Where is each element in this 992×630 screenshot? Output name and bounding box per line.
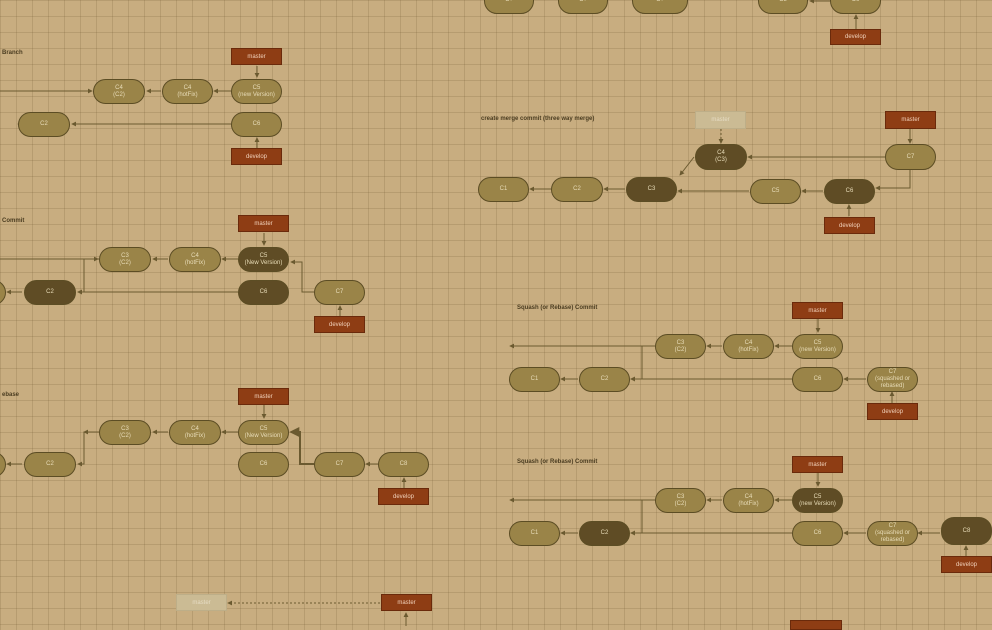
commit-node: C3(C2): [655, 488, 706, 513]
commit-node: C5: [758, 0, 808, 14]
commit-node-highlight: C2: [24, 280, 76, 305]
commit-node-highlight: C6: [824, 179, 875, 204]
commit-node-highlight: C5(new Version): [792, 488, 843, 513]
commit-node-highlight: C6: [238, 280, 289, 305]
commit-node: C7(squashed or rebased): [867, 521, 918, 546]
commit-node: C5(new Version): [792, 334, 843, 359]
branch-tag-master: master: [238, 215, 289, 232]
commit-node: C3(C2): [99, 247, 151, 272]
branch-tag-develop: develop: [824, 217, 875, 234]
branch-tag-master: master: [231, 48, 282, 65]
commit-node: C?: [632, 0, 688, 14]
commit-node: C2: [18, 112, 70, 137]
commit-node: C6: [231, 112, 282, 137]
branch-tag-master: master: [792, 456, 843, 473]
branch-tag-master: master: [885, 111, 936, 129]
branch-tag-develop: develop: [231, 148, 282, 165]
commit-node: C2: [579, 367, 630, 392]
commit-node: C?: [558, 0, 608, 14]
commit-node: C3(C2): [655, 334, 706, 359]
commit-node: C4(hotFix): [169, 247, 221, 272]
diagram-title-commit: Commit: [2, 218, 25, 224]
branch-tag-develop: develop: [867, 403, 918, 420]
commit-node: C1: [478, 177, 529, 202]
branch-tag-develop: develop: [314, 316, 365, 333]
branch-tag-develop: develop: [378, 488, 429, 505]
commit-node-highlight: C2: [579, 521, 630, 546]
commit-node: C7(squashed or rebased): [867, 367, 918, 392]
commit-node: C?: [484, 0, 534, 14]
commit-node: C6: [792, 521, 843, 546]
commit-node-highlight: C4(C3): [695, 144, 747, 170]
diagram-title-rebase: ebase: [2, 392, 20, 398]
diagram-title-squash-2: Squash (or Rebase) Commit: [517, 459, 598, 465]
commit-node: C7: [885, 144, 936, 170]
commit-node: C4(hotFix): [723, 334, 774, 359]
commit-node: C1: [509, 367, 560, 392]
commit-node: C5: [750, 179, 801, 204]
branch-tag-master: master: [381, 594, 432, 611]
branch-tag-develop: develop: [941, 556, 992, 573]
commit-node-highlight: C5(New Version): [238, 247, 289, 272]
commit-node: C7: [314, 280, 365, 305]
commit-node: C2: [24, 452, 76, 477]
commit-node: C6: [792, 367, 843, 392]
commit-node: C2: [551, 177, 603, 202]
branch-tag-develop: develop: [830, 29, 881, 45]
commit-node: C5(new Version): [231, 79, 282, 104]
commit-node-highlight: C3: [626, 177, 677, 202]
commit-node: C4(hotFix): [162, 79, 213, 104]
commit-node: C8: [378, 452, 429, 477]
diagram-title-squash-1: Squash (or Rebase) Commit: [517, 305, 598, 311]
branch-tag-partial: [790, 620, 842, 630]
commit-node: C6: [238, 452, 289, 477]
commit-node: C4(hotFix): [723, 488, 774, 513]
commit-node: C4(C2): [93, 79, 145, 104]
branch-tag-master-old: master: [176, 594, 227, 611]
diagram-title-branch: Branch: [2, 50, 23, 56]
diagram-title-merge-commit: create merge commit (three way merge): [481, 116, 595, 122]
commit-node: C4(hotFix): [169, 420, 221, 445]
commit-node: C5(New Version): [238, 420, 289, 445]
commit-node: C1: [509, 521, 560, 546]
branch-tag-master: master: [238, 388, 289, 405]
branch-tag-master: master: [792, 302, 843, 319]
commit-node: C7: [314, 452, 365, 477]
commit-node: C6: [830, 0, 881, 14]
commit-node: C3(C2): [99, 420, 151, 445]
branch-tag-master-old: master: [695, 111, 746, 129]
commit-node-highlight: C8: [941, 517, 992, 545]
